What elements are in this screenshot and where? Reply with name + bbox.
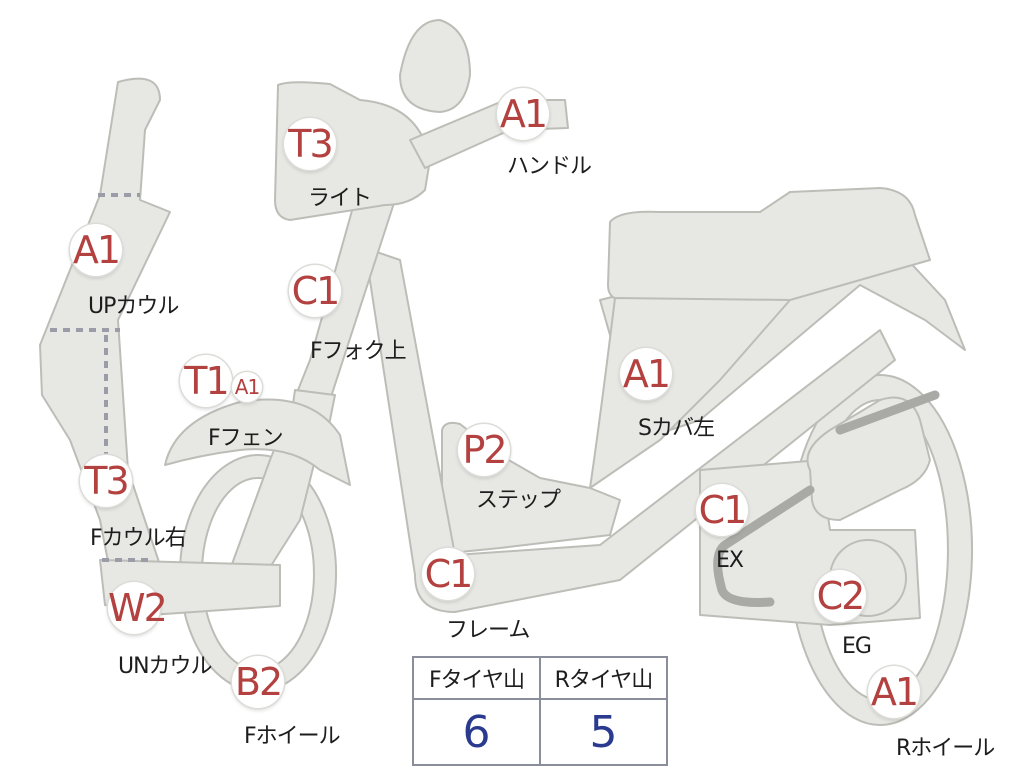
engine-label: EG bbox=[842, 634, 872, 659]
light-code-badge[interactable]: T3 bbox=[284, 118, 336, 170]
tire-table-value-row: 6 5 bbox=[412, 698, 668, 766]
frame-label: フレーム bbox=[446, 618, 530, 643]
rear-wheel-label: Rホイール bbox=[896, 736, 995, 761]
front-tire-value: 6 bbox=[412, 698, 541, 766]
handle-label: ハンドル bbox=[507, 154, 592, 179]
up-cowl-label: UPカウル bbox=[88, 294, 179, 319]
seat-shape bbox=[607, 187, 931, 301]
frame-shape bbox=[364, 247, 896, 613]
rear-tire-header: Rタイヤ山 bbox=[539, 656, 668, 700]
tire-table-header-row: Fタイヤ山 Rタイヤ山 bbox=[412, 656, 668, 700]
under-cowl-label: UNカウル bbox=[118, 654, 213, 679]
up-cowl-code-badge[interactable]: A1 bbox=[70, 224, 122, 276]
rear-tire-value: 5 bbox=[539, 698, 668, 766]
front-fork-label: Fフォク上 bbox=[310, 339, 407, 364]
step-label: ステップ bbox=[476, 488, 561, 513]
front-wheel-label: Fホイール bbox=[244, 724, 341, 749]
exhaust-shape bbox=[713, 485, 815, 607]
handle-code-badge[interactable]: A1 bbox=[497, 88, 549, 140]
side-cover-l-label: Sカバ左 bbox=[638, 416, 715, 441]
under-cowl-code-badge[interactable]: W2 bbox=[108, 582, 168, 634]
rear-axle-rod bbox=[835, 390, 940, 435]
mirror-shape bbox=[399, 19, 471, 113]
front-tire-header: Fタイヤ山 bbox=[412, 656, 541, 700]
exhaust-label: EX bbox=[716, 548, 744, 573]
front-fender-code2-badge[interactable]: A1 bbox=[232, 372, 262, 402]
front-cowl-r-label: Fカウル右 bbox=[90, 526, 187, 551]
light-label: ライト bbox=[308, 186, 372, 211]
front-fender-shape bbox=[164, 398, 351, 486]
tire-tread-table: Fタイヤ山 Rタイヤ山 6 5 bbox=[412, 656, 668, 766]
front-cowl-r-code-badge[interactable]: T3 bbox=[80, 455, 132, 507]
frame-code-badge[interactable]: C1 bbox=[422, 548, 474, 600]
front-cowl-shape bbox=[39, 77, 171, 573]
front-wheel-code-badge[interactable]: B2 bbox=[232, 656, 284, 708]
front-fender-code-badge[interactable]: T1 bbox=[180, 355, 232, 407]
rear-wheel-code-badge[interactable]: A1 bbox=[868, 666, 920, 718]
front-fender-label: Fフェン bbox=[208, 426, 284, 451]
side-cover-shape bbox=[589, 297, 791, 489]
exhaust-code-badge[interactable]: C1 bbox=[696, 484, 748, 536]
side-cover-l-code-badge[interactable]: A1 bbox=[620, 348, 672, 400]
step-code-badge[interactable]: P2 bbox=[458, 424, 510, 476]
engine-code-badge[interactable]: C2 bbox=[814, 570, 866, 622]
front-fork-code-badge[interactable]: C1 bbox=[289, 265, 341, 317]
